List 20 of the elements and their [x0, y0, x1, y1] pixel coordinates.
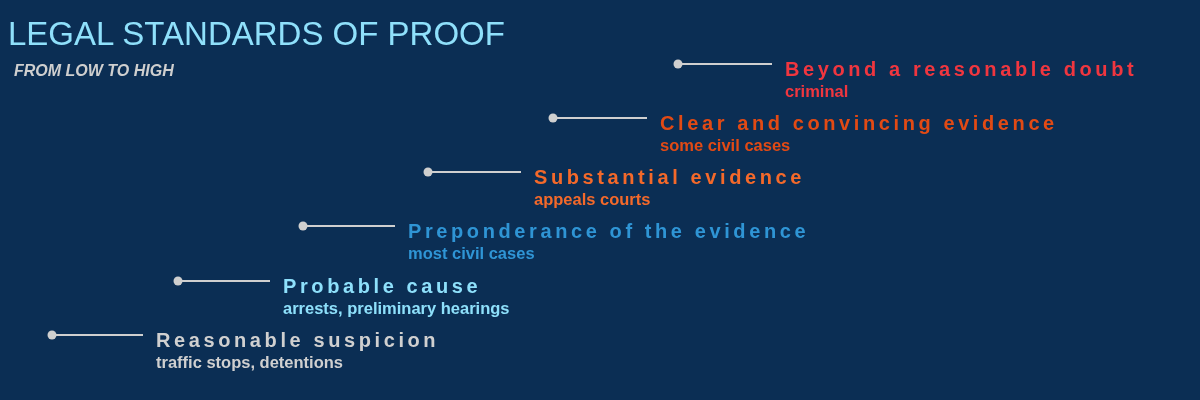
standard-heading: Probable cause	[283, 274, 482, 298]
standard-note: traffic stops, detentions	[156, 352, 344, 372]
standard-heading: Beyond a reasonable doubt	[785, 57, 1138, 81]
standard-heading: Clear and convincing evidence	[660, 111, 1058, 135]
leader-line	[548, 113, 648, 123]
standard-note: criminal	[785, 81, 849, 101]
standard-note: arrests, preliminary hearings	[283, 298, 510, 318]
leader-line	[173, 276, 271, 286]
standard-note: most civil cases	[408, 243, 535, 263]
subtitle: FROM LOW TO HIGH	[14, 62, 174, 80]
leader-line	[47, 330, 144, 340]
leader-line	[298, 221, 396, 231]
standard-heading: Substantial evidence	[534, 165, 805, 189]
standard-heading: Preponderance of the evidence	[408, 219, 810, 243]
standard-note: appeals courts	[534, 189, 651, 209]
standard-heading: Reasonable suspicion	[156, 328, 440, 352]
diagram-title: LEGAL STANDARDS OF PROOF	[8, 14, 505, 54]
leader-line	[673, 59, 773, 69]
standard-note: some civil cases	[660, 135, 791, 155]
leader-line	[423, 167, 522, 177]
